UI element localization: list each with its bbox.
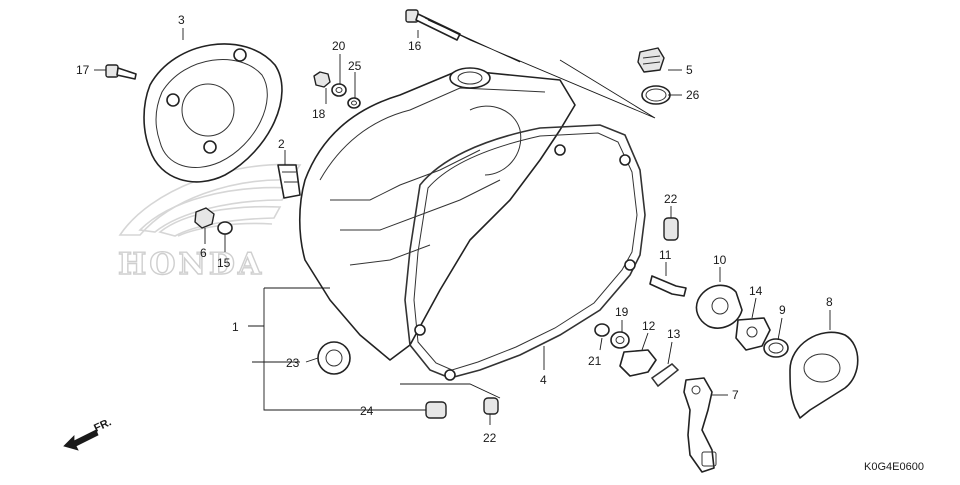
- part-3-cover-plate: [143, 43, 283, 183]
- part-17-bolt: [105, 64, 137, 80]
- callout-20: 20: [332, 39, 346, 53]
- front-direction-arrow: [63, 429, 99, 451]
- callout-17: 17: [76, 63, 90, 77]
- part-25-washer: [347, 97, 361, 109]
- part-18-nut: [313, 71, 331, 88]
- callout-8: 8: [826, 295, 833, 309]
- callout-25: 25: [348, 59, 362, 73]
- front-label: FR.: [92, 416, 113, 434]
- callout-9: 9: [779, 303, 786, 317]
- callout-26: 26: [686, 88, 700, 102]
- part-21-seal: [594, 323, 610, 337]
- part-13-clip: [650, 363, 680, 388]
- diagram-code: K0G4E0600: [864, 461, 924, 473]
- callout-19: 19: [615, 305, 629, 319]
- callout-24: 24: [360, 404, 374, 418]
- callout-16: 16: [408, 39, 422, 53]
- part-5-oil-cap: [637, 47, 665, 73]
- callout-5: 5: [686, 63, 693, 77]
- callout-1: 1: [232, 320, 239, 334]
- callout-18: 18: [312, 107, 326, 121]
- part-9-spring: [763, 338, 789, 358]
- callout-15: 15: [217, 256, 231, 270]
- leader-lines: [94, 17, 831, 425]
- callout-7: 7: [732, 388, 739, 402]
- callout-22-lower: 22: [483, 431, 497, 445]
- part-15-collar: [217, 221, 233, 235]
- part-4-gasket: [404, 124, 646, 381]
- callout-13: 13: [667, 327, 681, 341]
- part-16-bolt: [405, 9, 461, 41]
- callout-22-upper: 22: [664, 192, 678, 206]
- part-7-lifter-arm: [683, 377, 717, 473]
- part-23-bearing: [317, 341, 351, 375]
- callout-11: 11: [659, 248, 672, 262]
- part-19-washer: [610, 331, 630, 349]
- part-6-plug: [194, 207, 215, 229]
- part-24-bushing: [425, 401, 447, 419]
- callout-4: 4: [540, 373, 547, 387]
- part-22-dowel-lower: [483, 397, 499, 415]
- honda-watermark-text: HONDA: [118, 247, 264, 282]
- part-26-o-ring: [641, 85, 671, 105]
- part-1-crankcase-cover: [298, 67, 576, 361]
- callout-2: 2: [278, 137, 285, 151]
- part-12-lifter: [619, 349, 657, 377]
- callout-6: 6: [200, 246, 207, 260]
- part-22-dowel-upper: [663, 217, 679, 241]
- part-2-clamp: [277, 164, 301, 199]
- part-11-stud: [649, 275, 687, 297]
- part-14-plate: [735, 317, 771, 351]
- callout-10: 10: [713, 253, 727, 267]
- part-20-washer: [331, 83, 347, 97]
- callout-23: 23: [286, 356, 300, 370]
- part-10-holder: [695, 284, 743, 329]
- callout-3: 3: [178, 13, 185, 27]
- callout-12: 12: [642, 319, 656, 333]
- callout-14: 14: [749, 284, 763, 298]
- callout-21: 21: [588, 354, 602, 368]
- part-8-lifter-cover: [789, 331, 859, 419]
